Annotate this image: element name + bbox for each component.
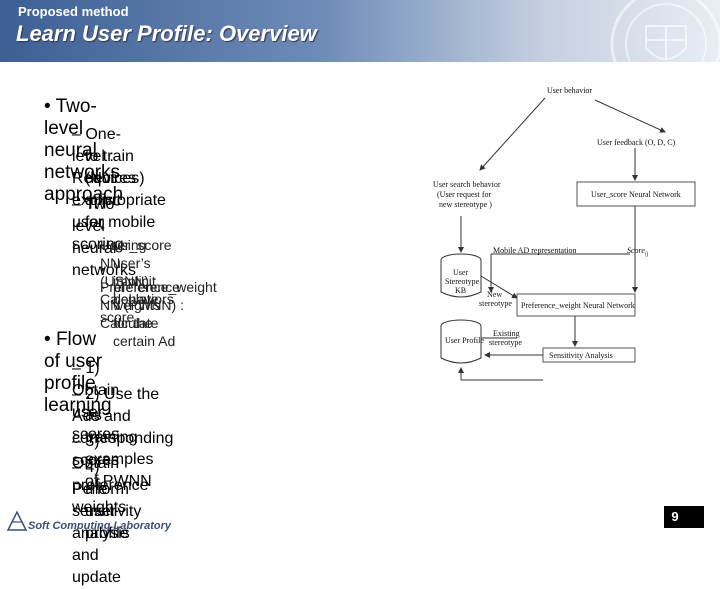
lab-logo: Soft Computing Laboratory [6, 508, 171, 536]
bullet-level3-cont: using user’s implicit behaviors [113, 237, 174, 307]
diagram-label-user-profile: User Profile [445, 336, 484, 345]
lab-logo-icon [6, 510, 28, 531]
diagram-label-new-stereotype: New [487, 290, 503, 299]
bullet-level3: • User_score NN (USNN) : Calculate score [100, 219, 172, 325]
bullet-level3: • Preference_weight NN (PWNN) : Calculat… [100, 261, 217, 331]
diagram-label-mobile-ad: Mobile AD representation [493, 246, 577, 255]
bullet-level2-cont: the user profile [85, 481, 129, 542]
slide-title: Learn User Profile: Overview [16, 21, 317, 46]
page-number-box: 9 [664, 506, 720, 528]
diagram-label-new-stereotype: stereotype [479, 299, 512, 308]
diagram-label-score: Scoreij [627, 246, 649, 258]
flow-diagram: User behavior User feedback (O, D, C) Us… [425, 80, 720, 390]
bullet-level2: – 2) Use the Ads and corresponding score… [72, 386, 174, 469]
bullet-level2: – 3) Obtain preference weights [72, 433, 149, 516]
bullet-level2-cont: devices) [85, 170, 145, 187]
diagram-label-user-behavior: User behavior [547, 86, 593, 95]
flow-diagram-lines [440, 97, 696, 381]
section-kicker: Proposed method [18, 4, 129, 19]
bullet-level2: – Two-level neural networks [72, 196, 137, 279]
bullet-level2: – 1) Obtain user scores [72, 360, 120, 443]
lab-name: Soft Computing Laboratory [28, 520, 171, 532]
bullet-level3-cont: preference weights for the certain Ad [113, 279, 180, 349]
diagram-label-stereotype-kb: User [453, 268, 469, 277]
diagram-label-user-feedback: User feedback (O, D, C) [597, 138, 676, 147]
diagram-label-existing-stereotype: Existing [493, 329, 520, 338]
bullet-level2-cont: to train (Not appropriate for mobile [85, 148, 166, 231]
bullet-level1: • Two-level neural networks approach [44, 96, 124, 205]
diagram-label-existing-stereotype: stereotype [489, 338, 522, 347]
diagram-label-search-behavior: (User request for [437, 190, 492, 199]
diagram-label-search-behavior: User search behavior [433, 180, 501, 189]
bullet-level2: – One-level : Requires explicit user sco… [72, 126, 137, 253]
slide-header: Proposed method Learn User Profile: Over… [0, 0, 720, 62]
page-number: 9 [671, 509, 679, 524]
page-box-notch [704, 506, 720, 528]
diagram-label-stereotype-kb: KB [455, 286, 467, 295]
diagram-box-sensitivity: Sensitivity Analysis [549, 351, 613, 360]
diagram-box-pwnn: Preference_weight Neural Network [521, 301, 635, 310]
diagram-label-search-behavior: new stereotype ) [439, 200, 492, 209]
bullet-level2-cont: as training examples of PWNN [85, 407, 154, 490]
bullet-level1: • Flow of user profile learning [44, 329, 112, 416]
diagram-box-usnn: User_score Neural Network [591, 190, 681, 199]
university-seal-icon [610, 0, 720, 62]
diagram-label-stereotype-kb: Stereotype [445, 277, 480, 286]
